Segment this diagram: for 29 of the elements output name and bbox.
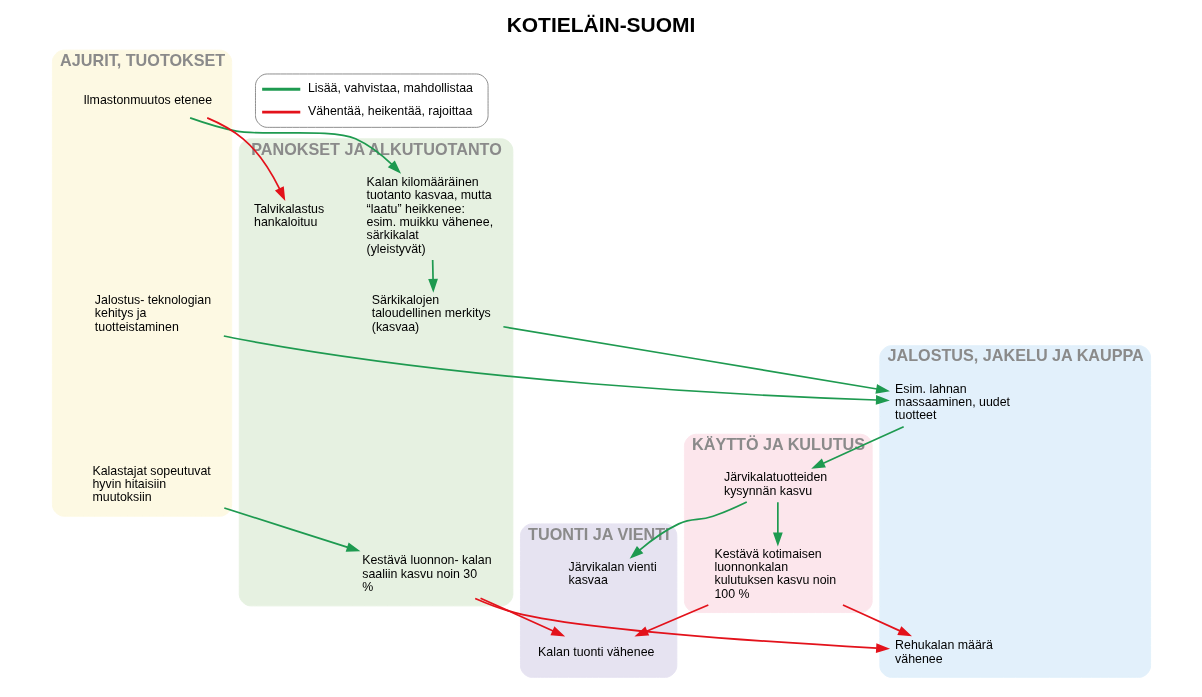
arrow [841,604,912,637]
arrow [427,259,438,293]
arrow [479,597,565,637]
diagram-title: KOTIELÄIN-SUOMI [506,12,695,36]
arrow [222,335,890,405]
node-text: Kestävä luonnon- kalan saaliin kasvu noin 30 % [361,553,492,594]
node-text: Rehukalan määrä vähenee [894,638,993,666]
node-text: Jalostus- teknologian kehitys ja tuotteistaminen [94,293,211,334]
legend-label: Lisää, vahvistaa, mahdollistaa [307,81,473,96]
node-text: Särkikalojen taloudellinen merkitys (kasvaa) [371,293,491,334]
legend-label: Vähentää, heikentää, rajoittaa [307,104,472,119]
arrow [188,117,401,174]
node-text: Kestävä kotimaisen luonnonkalan kulutuksen kasvu noin 100 % [713,546,836,601]
node-text: Esim. lahnan massaaminen, uudet tuotteet [894,381,1010,423]
arrow [222,507,360,552]
arrow [772,501,783,547]
arrow [502,325,890,394]
node-text: Järvikalan vienti kasvaa [568,559,657,588]
node-text: Kalastajat sopeutuvat hyvin hitaisiin muutoksiin [91,463,211,505]
node-text: Ilmastonmuutos etenee [82,92,212,107]
node-text: Järvikalatuotteiden kysynnän kasvu [723,470,827,498]
node-text: Talvikalastus hankaloituu [253,201,324,229]
arrow [629,501,748,559]
arrow [810,425,904,469]
node-text: Kalan tuonti vähenee [537,644,654,659]
arrow [205,117,285,201]
arrow [633,604,709,637]
arrow [473,597,890,653]
node-text: Kalan kilomääräinen tuotanto kasvaa, mutta “laatu” heikkenee: esim. muikku vähenee, särkikalat (yleistyvät) [366,174,493,256]
